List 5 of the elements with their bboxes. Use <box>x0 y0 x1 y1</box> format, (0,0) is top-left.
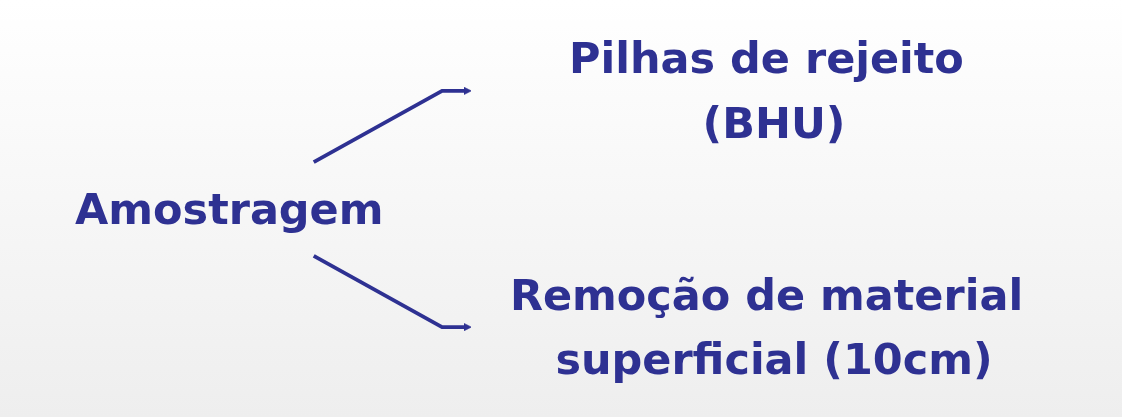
node-text: Remoção de material superficial (10cm) <box>509 269 1023 384</box>
arrow <box>312 86 472 164</box>
node-text: Amostragem <box>74 183 384 233</box>
arrow <box>312 253 472 331</box>
node-text: Pilhas de rejeito (BHU) <box>568 32 964 147</box>
